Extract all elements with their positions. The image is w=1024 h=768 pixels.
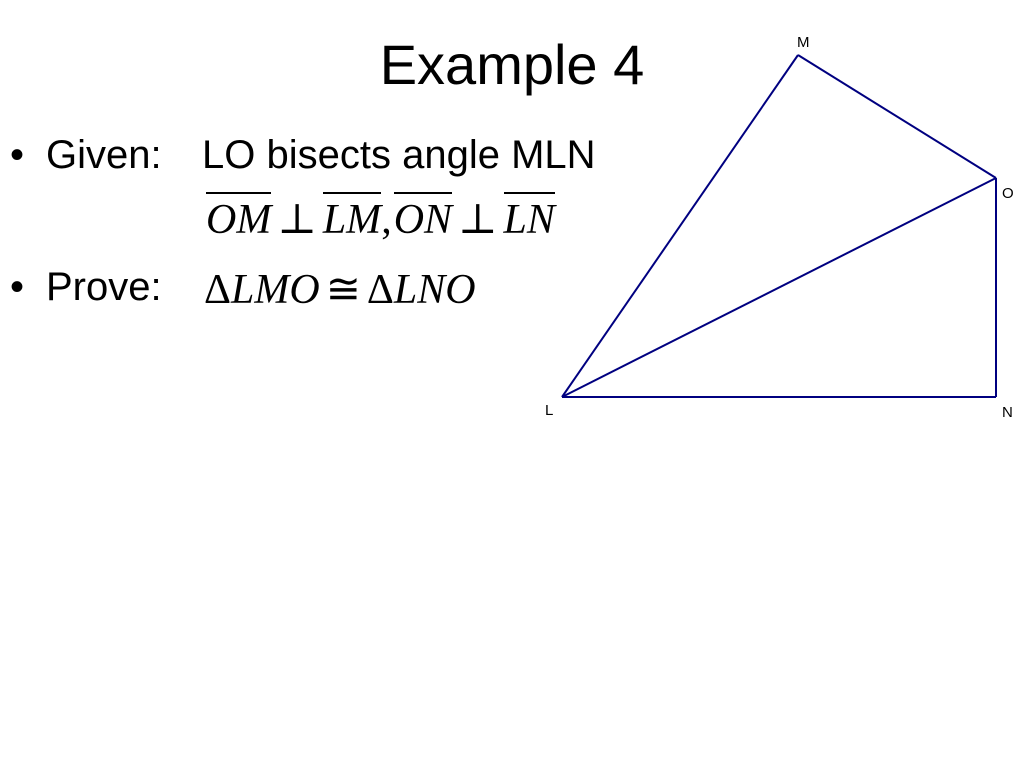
vertex-label-o: O xyxy=(1002,185,1014,202)
given-text: LO bisects angle MLN xyxy=(202,133,596,177)
segment-on: ON xyxy=(393,192,453,244)
segment-lm: LM xyxy=(322,192,382,244)
comma-separator: , xyxy=(381,197,392,243)
diagram-lines xyxy=(561,54,997,398)
congruence-statement: ΔLMO≅ΔLNO xyxy=(204,262,476,318)
triangle-symbol: Δ xyxy=(366,267,394,313)
triangle-symbol: Δ xyxy=(204,267,232,313)
bullet-marker: • xyxy=(10,133,25,177)
vertex-label-n: N xyxy=(1002,404,1013,421)
perpendicular-statements: OM⊥LM,ON⊥LN xyxy=(206,192,555,248)
perpendicular-symbol: ⊥ xyxy=(277,197,317,243)
vertex-label-l: L xyxy=(545,402,553,419)
segment-lo-line xyxy=(561,177,997,398)
segment-lm-line xyxy=(561,54,799,398)
prove-label: Prove: xyxy=(46,265,162,309)
segment-om: OM xyxy=(206,192,272,244)
prove-bullet: • Prove: xyxy=(10,262,202,312)
congruent-symbol: ≅ xyxy=(325,267,361,313)
slide-title: Example 4 xyxy=(379,33,645,96)
bullet-marker: • xyxy=(10,265,25,309)
perpendicular-symbol: ⊥ xyxy=(458,197,498,243)
triangle-lmo: LMO xyxy=(231,267,320,313)
vertex-label-m: M xyxy=(797,34,810,51)
segment-ln: LN xyxy=(503,192,555,244)
given-label: Given: xyxy=(46,133,162,177)
given-bullet: • Given: LO bisects angle MLN xyxy=(10,130,596,180)
segment-mo-line xyxy=(797,54,997,179)
triangle-lno: LNO xyxy=(393,267,476,313)
